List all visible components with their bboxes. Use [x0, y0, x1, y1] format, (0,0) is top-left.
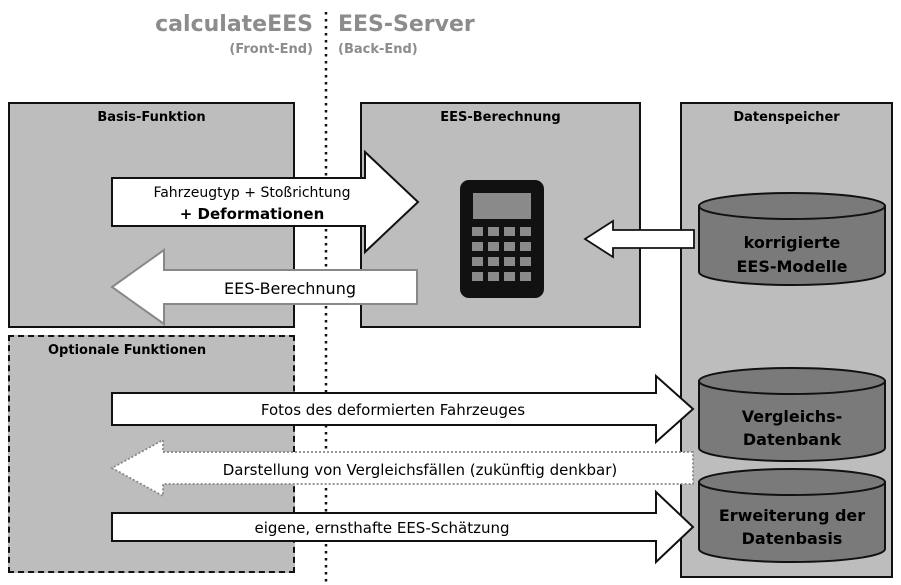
ees-berechnung-title: EES-Berechnung — [440, 110, 561, 125]
basis-funktion-title: Basis-Funktion — [97, 110, 206, 125]
estimate-arrow: eigene, ernsthafte EES-Schätzung — [111, 489, 695, 565]
result-arrow-label: EES-Berechnung — [224, 279, 356, 298]
db2-label-2: Datenbank — [743, 430, 842, 449]
photos-arrow-label: Fotos des deformierten Fahrzeuges — [261, 401, 525, 419]
db-korrigierte-ees-modelle: korrigierte EES-Modelle — [698, 192, 886, 286]
db3-label-1: Erweiterung der — [719, 506, 865, 525]
db2-label-1: Vergleichs- — [742, 407, 843, 426]
input-arrow-label-1: Fahrzeugtyp + Stoßrichtung — [153, 185, 350, 201]
input-arrow: Fahrzeugtyp + Stoßrichtung + Deformation… — [111, 149, 420, 255]
backend-title: EES-Server — [338, 12, 475, 37]
photos-arrow: Fotos des deformierten Fahrzeuges — [111, 373, 695, 445]
result-arrow: EES-Berechnung — [110, 248, 418, 326]
db-erweiterung-der-datenbasis: Erweiterung der Datenbasis — [698, 468, 886, 563]
input-arrow-label-2: + Deformationen — [180, 205, 325, 223]
calculator-icon — [460, 180, 544, 298]
optionale-funktionen-title: Optionale Funktionen — [48, 343, 207, 358]
comparison-arrow-label: Darstellung von Vergleichsfällen (zukünf… — [223, 461, 618, 479]
db3-label-2: Datenbasis — [742, 529, 843, 548]
estimate-arrow-label: eigene, ernsthafte EES-Schätzung — [255, 519, 510, 537]
db1-label-2: EES-Modelle — [736, 257, 847, 276]
backend-subtitle: (Back-End) — [338, 42, 418, 57]
model-feed-arrow — [583, 219, 695, 259]
comparison-arrow: Darstellung von Vergleichsfällen (zukünf… — [110, 438, 694, 498]
frontend-subtitle: (Front-End) — [229, 42, 313, 57]
db1-label-1: korrigierte — [744, 233, 841, 252]
datenspeicher-title: Datenspeicher — [733, 110, 840, 125]
frontend-title: calculateEES — [155, 12, 313, 37]
db-vergleichs-datenbank: Vergleichs- Datenbank — [698, 367, 886, 462]
